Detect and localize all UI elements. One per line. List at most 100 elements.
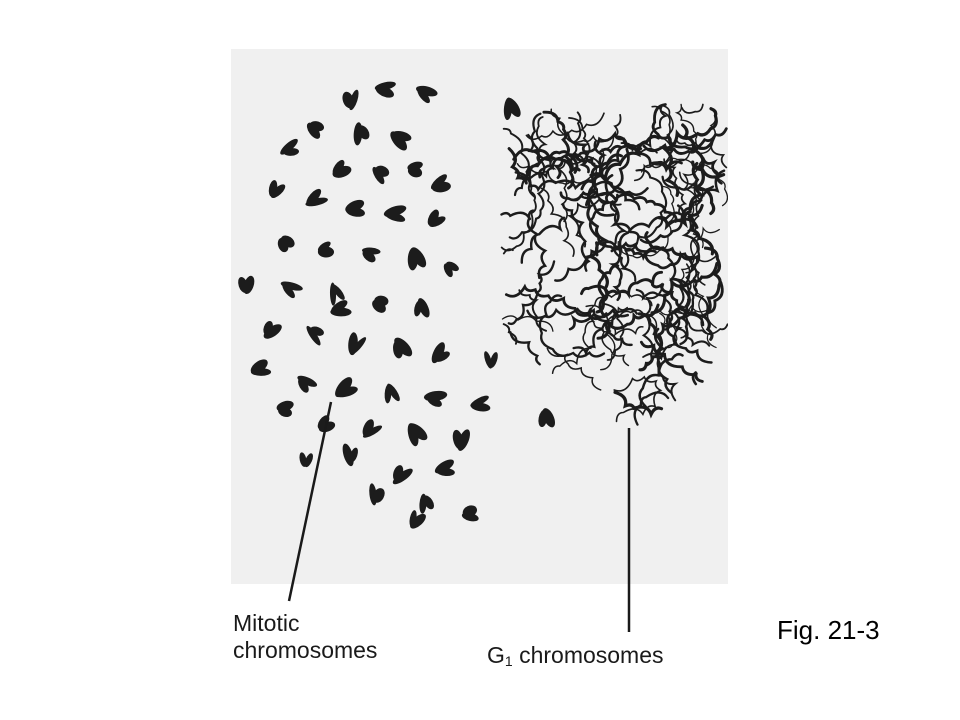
mitotic-chromosome [330,300,352,317]
g1-chromatin-strand [546,347,602,391]
g1-chromatin-strand [585,304,644,337]
g1-chromatin-strand [507,260,556,326]
g1-chromatin-strand [651,105,673,157]
g1-chromatin-strand [681,215,709,313]
g1-chromatin-strand [525,112,605,141]
g1-chromatin-strand [657,161,706,231]
mitotic-chromosome [305,188,328,207]
g1-chromatin-strand [502,323,518,345]
mitotic-chromosome [280,138,300,156]
g1-chromatin-strand [514,171,641,211]
mitotic-chromosome [374,81,396,98]
mitotic-chromosome [423,390,448,407]
mitotic-chromosome-cluster [238,81,556,529]
g1-chromatin-strand [562,202,591,272]
mitotic-chromosome [362,247,381,263]
mitotic-chromosome [470,395,491,412]
g1-chromatin-strand [527,116,548,198]
g1-chromatin-strand [568,117,602,173]
mitotic-chromosome [306,325,324,346]
micrograph-image [231,49,728,584]
mitotic-chromosome [414,298,430,318]
mitotic-chromosome [390,130,412,151]
g1-chromosomes-label: G1 chromosomes [487,642,664,675]
mitotic-chromosome [434,459,455,477]
mitotic-chromosome [250,359,272,376]
g1-chromatin-strand [682,108,717,206]
g1-chromatin-strand [675,139,728,169]
mitotic-chromosome [238,275,255,295]
g1-chromatin-strand [681,103,704,114]
g1-chromatin-mass [500,103,728,426]
mitotic-chromosome [362,419,383,438]
mitotic-chromosome [342,443,358,467]
g1-label-suffix: chromosomes [512,642,664,668]
mitotic-chromosome [345,199,365,217]
mitotic-chromosome [297,375,318,393]
g1-chromatin-strand [580,270,664,300]
g1-chromatin-strand [572,307,638,358]
mitotic-label-line1: Mitotic [233,610,300,636]
g1-chromatin-strand [609,193,641,240]
g1-chromatin-strand [584,241,609,314]
g1-chromatin-strand [589,291,653,333]
mitotic-chromosome [372,295,389,313]
mitotic-chromosome [332,159,352,178]
g1-chromatin-strand [659,107,718,197]
g1-chromatin-strand [508,133,546,240]
g1-chromatin-strand [685,309,728,335]
g1-chromatin-strand [685,203,715,256]
micrograph-drawing [238,81,728,529]
mitotic-chromosome [407,247,427,271]
mitotic-chromosome [329,282,345,306]
g1-chromatin-strand [589,134,661,185]
g1-chromatin-strand [613,375,663,423]
mitotic-chromosome [342,89,359,111]
mitotic-chromosome [317,241,335,258]
mitotic-chromosome [407,423,428,447]
mitotic-chromosome [280,281,303,299]
g1-chromatin-strand [613,390,664,419]
mitotic-chromosome [443,261,459,278]
g1-chromatin-strand [620,105,668,153]
mitotic-chromosome [392,465,413,485]
mitotic-chromosome [538,408,556,428]
g1-chromatin-strand [613,114,658,155]
mitotic-chromosome [419,493,434,514]
mitotic-chromosome [277,235,295,253]
mitotic-chromosome [430,174,451,193]
g1-chromatin-strand [566,197,622,248]
g1-chromatin-strand [500,211,532,221]
g1-chromatin-strand [691,160,726,179]
g1-label-prefix: G [487,642,505,668]
g1-chromatin-strand [572,187,631,272]
g1-chromatin-strand [633,391,670,426]
g1-chromatin-strand [679,226,720,301]
g1-chromatin-strand [520,216,566,264]
mitotic-chromosome [276,400,294,417]
mitotic-chromosome [431,342,450,364]
figure-number: Fig. 21-3 [777,615,880,645]
g1-chromatin-strand [501,315,554,332]
mitotic-chromosome [461,505,479,522]
g1-chromatin-strand [617,185,675,259]
g1-chromatin-strand [509,331,541,366]
g1-chromatin-strand [638,352,684,408]
mitotic-chromosome [263,321,282,339]
g1-chromatin-strand [676,263,692,339]
mitotic-chromosome [317,415,336,433]
mitotic-chromosome [372,165,390,185]
mitotic-chromosome [299,452,313,468]
mitotic-chromosome [393,337,413,359]
g1-chromatin-strand [637,312,663,372]
mitotic-chromosome [427,209,446,227]
g1-chromatin-strand [538,131,590,179]
g1-chromatin-strand [641,283,665,367]
g1-chromatin-strand [658,304,717,329]
g1-chromatin-strand [597,264,620,318]
g1-chromatin-strand [618,169,726,253]
mitotic-label-line2: chromosomes [233,637,378,663]
mitotic-chromosome [369,483,385,506]
g1-chromatin-strand [538,294,606,358]
mitotic-chromosome [268,180,286,199]
